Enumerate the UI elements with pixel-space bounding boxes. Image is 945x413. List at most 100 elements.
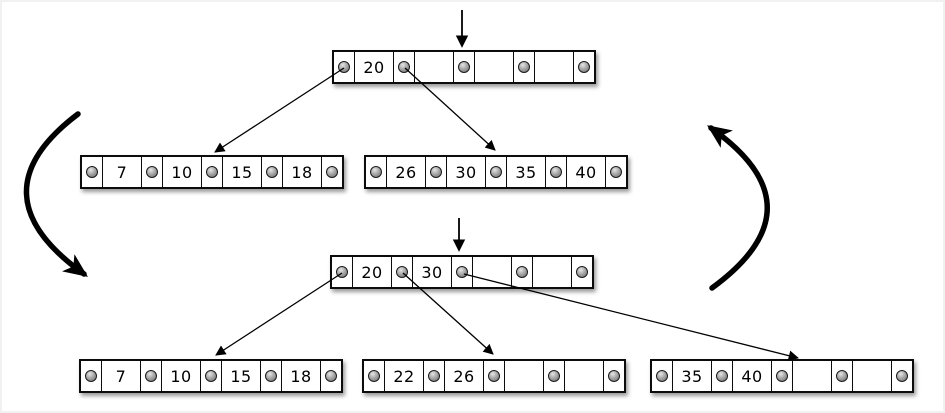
node-bottom-left-leaf: 7 10 15 18	[79, 359, 343, 393]
pointer-cell	[82, 157, 102, 187]
pointer-dot-icon	[458, 61, 470, 73]
pointer-cell	[483, 361, 504, 391]
pointer-cell	[543, 361, 564, 391]
pointer-cell	[200, 361, 221, 391]
pointer-dot-icon	[398, 61, 410, 73]
key-cell: 10	[161, 361, 200, 391]
node-top-right-leaf: 26 30 35 40	[364, 155, 628, 189]
pointer-cell	[485, 157, 506, 187]
cycle-arrow-right-up	[707, 125, 770, 291]
pointer-dot-icon	[836, 370, 848, 382]
pointer-dot-icon	[336, 266, 348, 278]
pointer-cell	[332, 257, 352, 287]
pointer-dot-icon	[576, 266, 588, 278]
node-bottom-root: 20 30	[330, 255, 594, 289]
pointer-cell	[652, 361, 672, 391]
pointer-cell	[451, 257, 472, 287]
pointer-dot-icon	[656, 370, 668, 382]
pointer-dot-icon	[488, 370, 500, 382]
node-bottom-right-leaf: 35 40	[650, 359, 914, 393]
key-cell	[504, 361, 543, 391]
key-cell: 7	[101, 361, 140, 391]
pointer-dot-icon	[146, 166, 158, 178]
pointer-dot-icon	[205, 370, 217, 382]
pointer-dot-icon	[265, 370, 277, 382]
pointer-dot-icon	[430, 166, 442, 178]
key-cell: 10	[162, 157, 201, 187]
edge-bottom-root-to-left-child	[215, 272, 343, 356]
pointer-dot-icon	[326, 166, 338, 178]
node-top-left-leaf: 7 10 15 18	[80, 155, 344, 189]
pointer-cell	[571, 257, 592, 287]
key-cell: 15	[221, 361, 260, 391]
pointer-cell	[511, 257, 532, 287]
pointer-dot-icon	[490, 166, 502, 178]
pointer-cell	[321, 157, 342, 187]
pointer-cell	[334, 52, 354, 82]
pointer-dot-icon	[325, 370, 337, 382]
pointer-cell	[260, 361, 281, 391]
edge-top-root-to-left-child	[214, 67, 345, 153]
pointer-dot-icon	[145, 370, 157, 382]
pointer-cell	[81, 361, 101, 391]
key-cell: 15	[222, 157, 261, 187]
pointer-cell	[320, 361, 341, 391]
pointer-dot-icon	[85, 370, 97, 382]
key-cell: 20	[354, 52, 393, 82]
pointer-dot-icon	[516, 266, 528, 278]
key-cell: 26	[444, 361, 483, 391]
key-cell	[472, 257, 511, 287]
key-cell	[534, 52, 573, 82]
pointer-dot-icon	[578, 61, 590, 73]
pointer-dot-icon	[370, 166, 382, 178]
pointer-dot-icon	[266, 166, 278, 178]
pointer-dot-icon	[548, 370, 560, 382]
pointer-cell	[140, 361, 161, 391]
pointer-dot-icon	[428, 370, 440, 382]
pointer-cell	[261, 157, 282, 187]
key-cell: 26	[386, 157, 425, 187]
pointer-cell	[393, 52, 414, 82]
key-cell: 40	[566, 157, 605, 187]
pointer-cell	[513, 52, 534, 82]
cycle-arrow-left-down	[23, 111, 88, 277]
pointer-cell	[605, 157, 626, 187]
pointer-cell	[603, 361, 624, 391]
key-cell: 30	[412, 257, 451, 287]
pointer-cell	[391, 257, 412, 287]
pointer-cell	[831, 361, 852, 391]
key-cell: 30	[446, 157, 485, 187]
pointer-cell	[545, 157, 566, 187]
pointer-dot-icon	[206, 166, 218, 178]
node-bottom-middle-leaf: 22 26	[362, 359, 626, 393]
key-cell: 35	[506, 157, 545, 187]
key-cell	[852, 361, 891, 391]
pointer-cell	[453, 52, 474, 82]
key-cell: 20	[352, 257, 391, 287]
pointer-dot-icon	[550, 166, 562, 178]
key-cell	[564, 361, 603, 391]
pointer-dot-icon	[86, 166, 98, 178]
pointer-cell	[364, 361, 384, 391]
pointer-dot-icon	[368, 370, 380, 382]
key-cell	[532, 257, 571, 287]
pointer-dot-icon	[608, 370, 620, 382]
pointer-cell	[425, 157, 446, 187]
pointer-cell	[423, 361, 444, 391]
key-cell	[792, 361, 831, 391]
node-top-root: 20	[332, 50, 596, 84]
pointer-dot-icon	[610, 166, 622, 178]
pointer-cell	[573, 52, 594, 82]
pointer-cell	[771, 361, 792, 391]
pointer-dot-icon	[518, 61, 530, 73]
pointer-dot-icon	[716, 370, 728, 382]
key-cell	[474, 52, 513, 82]
key-cell: 40	[732, 361, 771, 391]
pointer-dot-icon	[456, 266, 468, 278]
pointer-cell	[141, 157, 162, 187]
key-cell: 22	[384, 361, 423, 391]
pointer-dot-icon	[396, 266, 408, 278]
pointer-dot-icon	[338, 61, 350, 73]
pointer-dot-icon	[776, 370, 788, 382]
